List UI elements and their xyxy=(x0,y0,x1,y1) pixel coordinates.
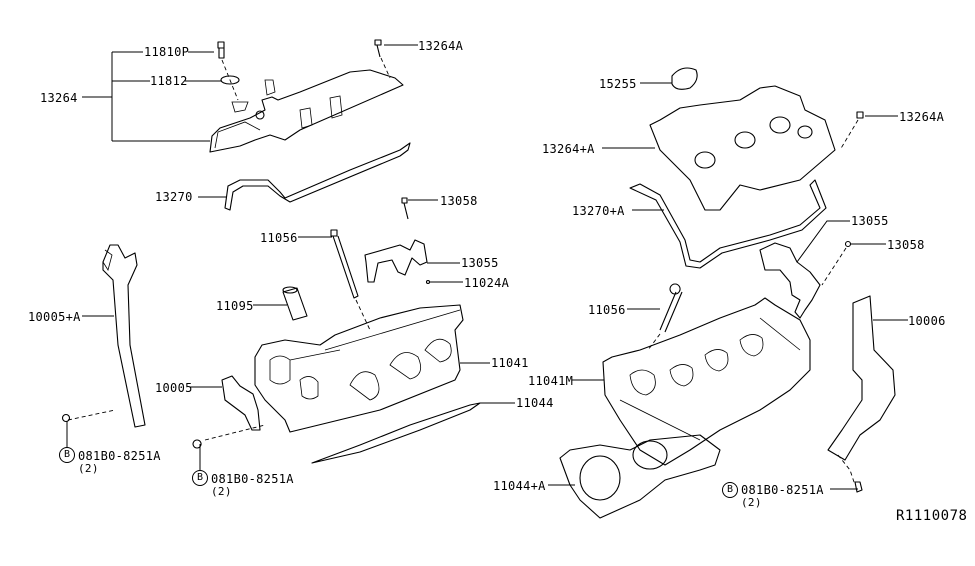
head-bolt-left-part xyxy=(298,229,371,331)
bolt-part-number: 081B0-8251A xyxy=(78,449,161,463)
callout-11024a[interactable]: 11024A xyxy=(464,276,510,290)
callout-13264[interactable]: 13264 xyxy=(40,91,78,105)
callout-13055-left[interactable]: 13055 xyxy=(461,256,499,270)
callout-13058-right[interactable]: 13058 xyxy=(887,238,925,252)
rocker-cover-right-part xyxy=(602,85,836,211)
sleeve-part xyxy=(253,286,308,321)
oil-filler-cap-part xyxy=(640,67,698,90)
bolt-quantity: (2) xyxy=(78,462,99,475)
callout-10006[interactable]: 10006 xyxy=(908,314,946,328)
diagram-reference-code: R1110078 xyxy=(896,508,968,524)
bolt-b-left-part xyxy=(61,413,71,447)
cam-bracket-right-part xyxy=(759,220,850,319)
cylinder-head-left-part xyxy=(254,304,490,433)
callout-13264a-left[interactable]: 13264A xyxy=(418,39,464,53)
callout-11056-left[interactable]: 11056 xyxy=(260,231,298,245)
bolt-symbol-b: B xyxy=(192,470,208,486)
cylinder-head-right-part xyxy=(572,297,811,466)
callout-13055-right[interactable]: 13055 xyxy=(851,214,889,228)
callout-13058-left[interactable]: 13058 xyxy=(440,194,478,208)
pcv-valve-part xyxy=(217,41,239,101)
callout-13264a-right[interactable]: 13264A xyxy=(899,110,945,124)
bolt-b-right-part xyxy=(830,481,863,493)
head-gasket-right-part xyxy=(548,434,721,519)
callout-11812[interactable]: 11812 xyxy=(150,74,188,88)
cam-bracket-left-part xyxy=(364,239,460,283)
callout-11095[interactable]: 11095 xyxy=(216,299,254,313)
engine-bracket-right-part xyxy=(827,295,908,486)
bolt-symbol-b: B xyxy=(59,447,75,463)
grommet-part xyxy=(220,75,240,85)
callout-10005[interactable]: 10005 xyxy=(155,381,193,395)
dowel-pin-part xyxy=(425,279,463,285)
callout-11810p[interactable]: 11810P xyxy=(144,45,190,59)
bolt-13264a-right-part xyxy=(839,111,898,151)
callout-13270-plus-a[interactable]: 13270+A xyxy=(572,204,625,218)
head-bolt-right-part xyxy=(627,283,683,351)
rocker-gasket-left-part xyxy=(198,142,411,211)
callout-13264-plus-a[interactable]: 13264+A xyxy=(542,142,595,156)
callout-10005-a[interactable]: 10005+A xyxy=(28,310,81,324)
head-gasket-left-part xyxy=(311,402,515,464)
callout-11041[interactable]: 11041 xyxy=(491,356,529,370)
rocker-cover-left-part xyxy=(209,69,404,153)
bolt-b-middle-part xyxy=(192,439,202,470)
bolt-13264a-left-part xyxy=(374,39,418,79)
engine-bracket-small-part xyxy=(190,375,266,441)
engine-bracket-left-part xyxy=(67,244,146,428)
callout-11044[interactable]: 11044 xyxy=(516,396,554,410)
rocker-gasket-right-part xyxy=(629,179,827,269)
callout-15255[interactable]: 15255 xyxy=(599,77,637,91)
bolt-13058-left-part xyxy=(401,197,438,220)
bolt-part-number: 081B0-8251A xyxy=(741,483,824,497)
callout-13270[interactable]: 13270 xyxy=(155,190,193,204)
bolt-symbol-b: B xyxy=(722,482,738,498)
callout-bracket-13264 xyxy=(82,51,222,142)
bolt-quantity: (2) xyxy=(211,485,232,498)
bolt-part-number: 081B0-8251A xyxy=(211,472,294,486)
bolt-13058-right-part xyxy=(821,240,886,286)
bolt-quantity: (2) xyxy=(741,496,762,509)
callout-11044-plus-a[interactable]: 11044+A xyxy=(493,479,546,493)
callout-11056-right[interactable]: 11056 xyxy=(588,303,626,317)
callout-11041m[interactable]: 11041M xyxy=(528,374,574,388)
